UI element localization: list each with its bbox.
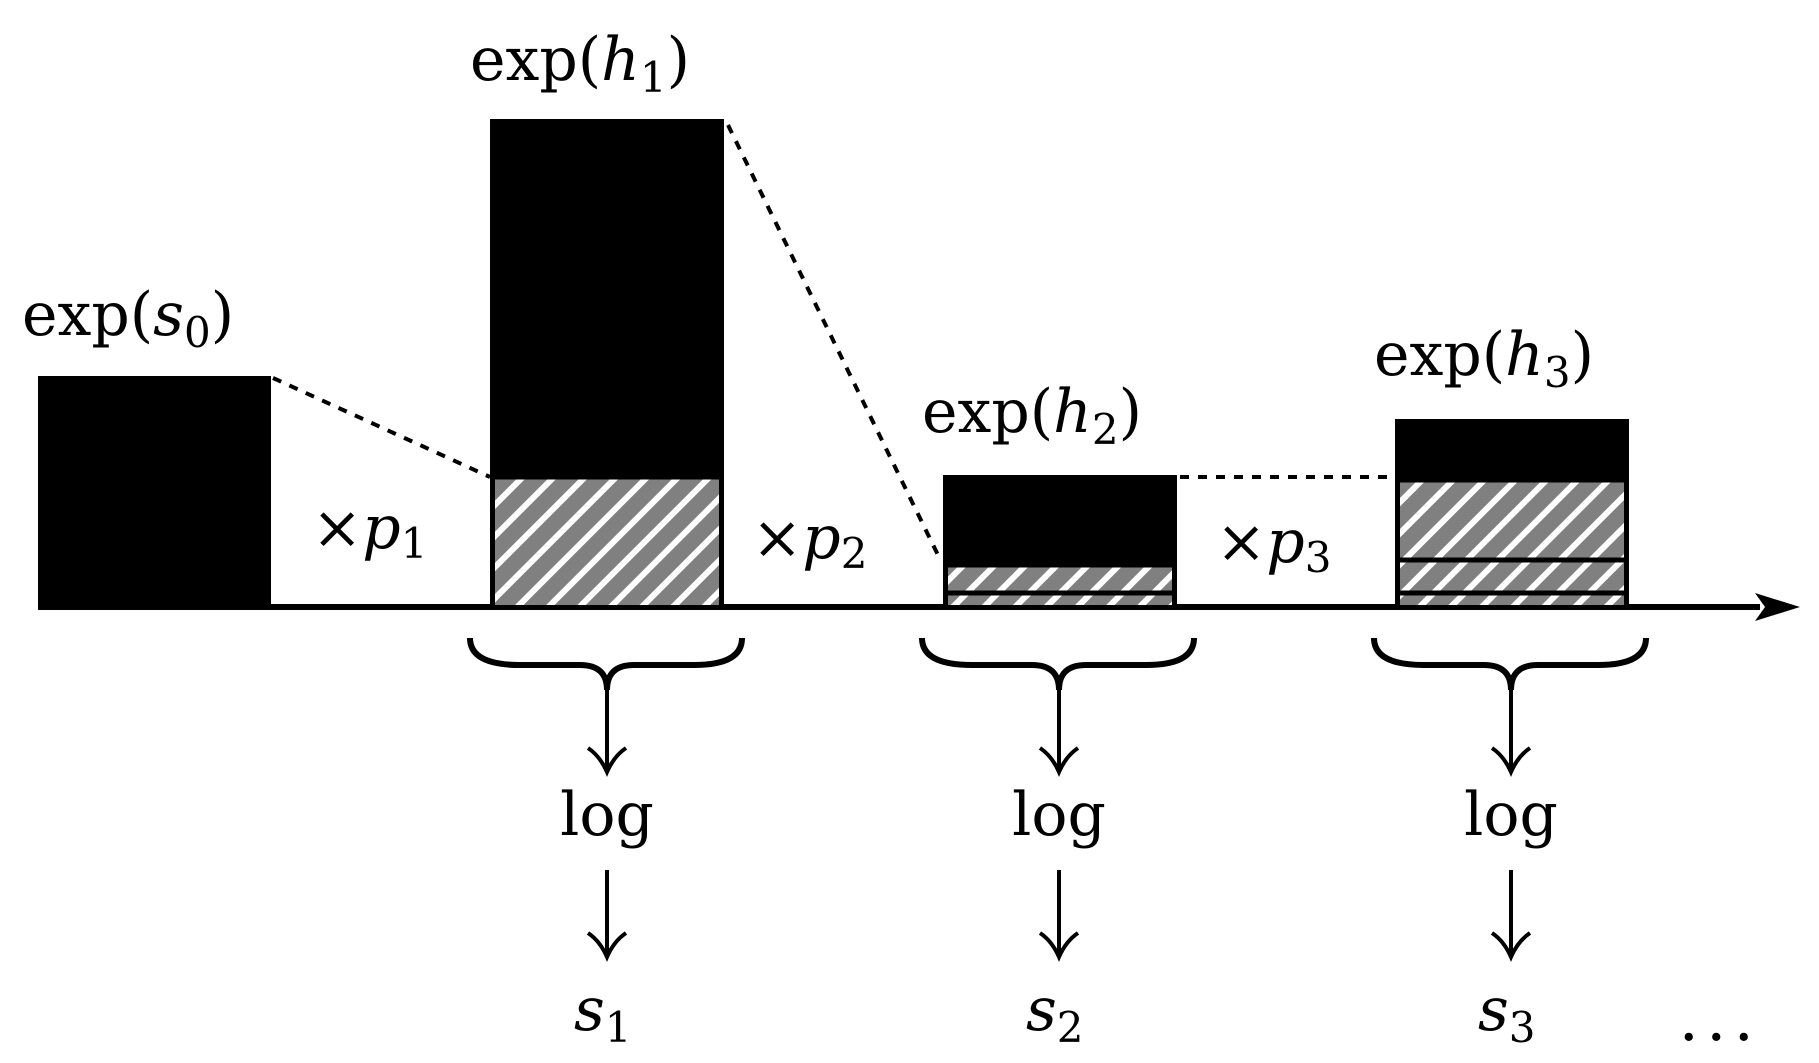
label-s2: s2 (1026, 975, 1084, 1052)
bar-h2-hatched-region (948, 565, 1172, 605)
arrow-brace-to-log-1 (586, 688, 628, 777)
label-times-p2: ×p2 (752, 503, 867, 578)
arrow-brace-to-log-3 (1490, 688, 1532, 777)
label-exp-h3: exp(h3) (1374, 320, 1594, 397)
arrow-brace-to-log-2 (1038, 688, 1080, 777)
x-axis-arrowhead (1755, 593, 1800, 621)
bar-exp-s0 (38, 376, 271, 607)
bar-h3-hatched-region (1400, 480, 1624, 605)
label-times-p3: ×p3 (1216, 507, 1331, 582)
label-s3: s3 (1478, 975, 1536, 1052)
label-exp-s0: exp(s0) (22, 280, 234, 357)
label-log-1: log (560, 780, 654, 850)
dotted-connector-h1-h2 (726, 124, 940, 556)
arrow-log-to-s3 (1490, 870, 1532, 962)
arrow-log-to-s1 (586, 870, 628, 962)
label-s1: s1 (574, 975, 632, 1052)
label-log-3: log (1464, 780, 1558, 850)
brace-h2 (919, 637, 1197, 691)
label-log-2: log (1012, 780, 1106, 850)
dotted-connector-s0-h1 (272, 376, 491, 479)
bar-h1-hatched-region (495, 477, 719, 605)
label-times-p1: ×p1 (312, 493, 427, 568)
label-exp-h1: exp(h1) (470, 25, 690, 102)
label-exp-h2: exp(h2) (922, 377, 1142, 454)
brace-h1 (467, 637, 745, 691)
arrow-log-to-s2 (1038, 870, 1080, 962)
brace-h3 (1371, 637, 1649, 691)
ellipsis: ... (1680, 979, 1763, 1056)
